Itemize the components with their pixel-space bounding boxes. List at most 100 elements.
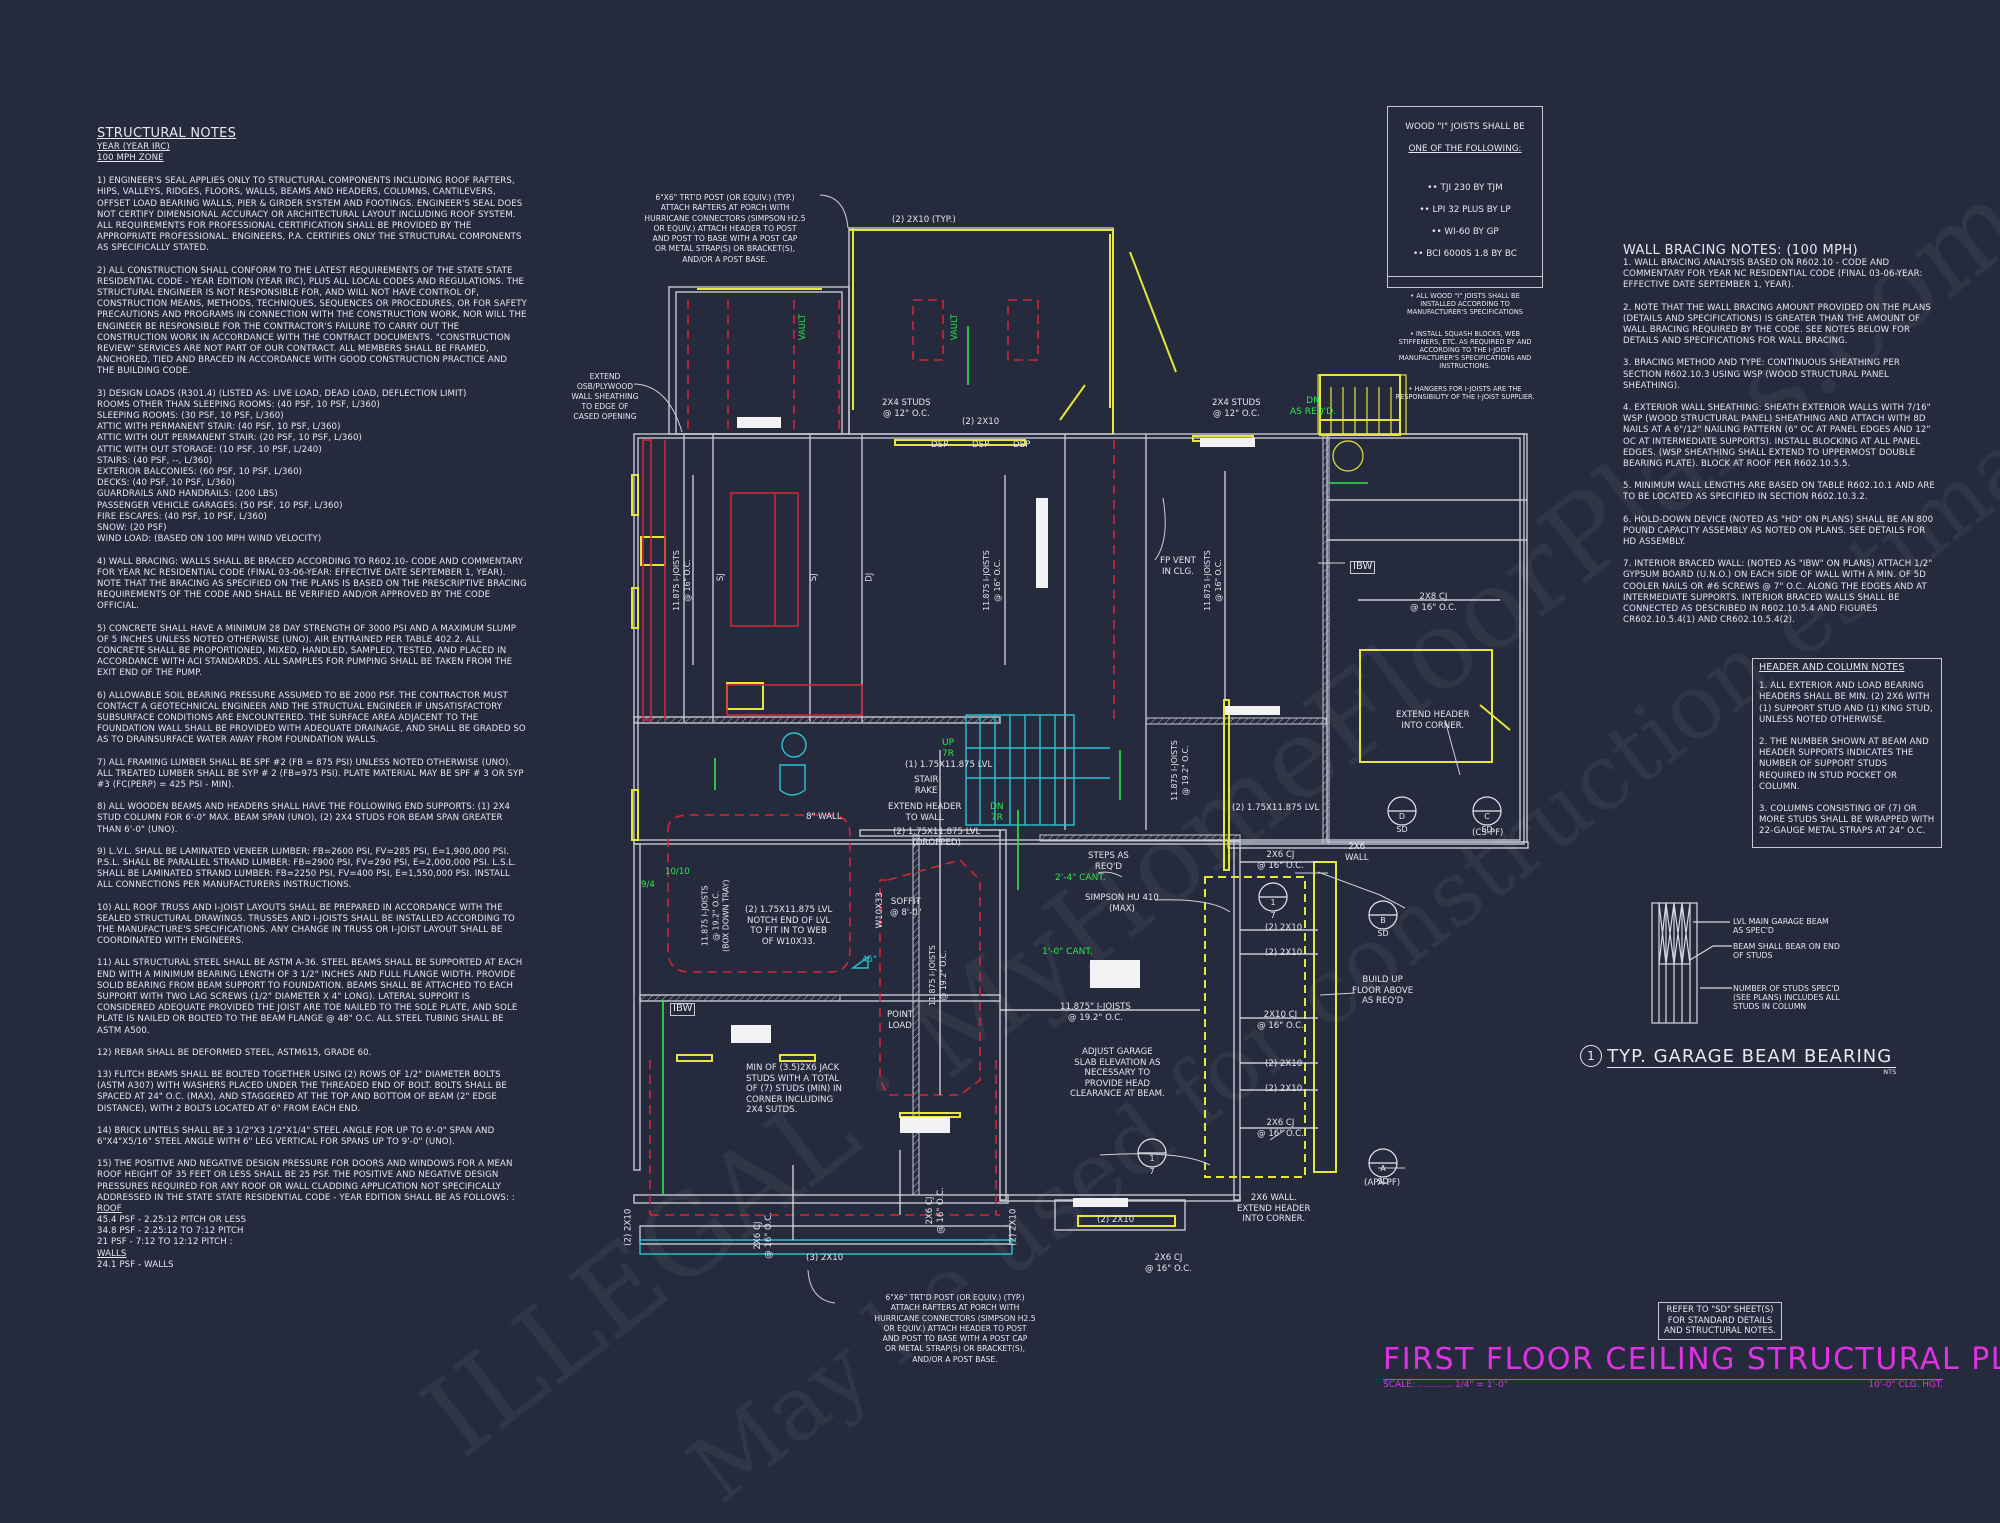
garage-beam-callout-3: NUMBER OF STUDS SPEC'D (SEE PLANS) INCLU… (1733, 984, 1840, 1011)
ijoist-option-2: •• LPI 32 PLUS BY LP (1419, 205, 1511, 215)
studs-12-right: 2x4 STUDS @ 12" O.C. (1212, 398, 1261, 419)
garage-beam-detail-title: 1 TYP. GARAGE BEAM BEARING NTS (1580, 1045, 1897, 1076)
dsp-1: DSP (931, 440, 949, 450)
jack-studs-note: MIN OF (3.5)2x6 JACK STUDS WITH A TOTAL … (746, 1063, 842, 1115)
note-1: 1) ENGINEER'S SEAL APPLIES ONLY TO STRUC… (97, 176, 523, 254)
structural-notes: STRUCTURAL NOTES YEAR (YEAR IRC) 100 mph… (97, 126, 527, 1271)
roof-line-3: 21 PSF - 7:12 TO 12:12 PITCH : (97, 1237, 233, 1248)
window-9-4: 9/4 (641, 880, 655, 890)
cj-2x6-top: 2x6 CJ @ 16" O.C. (1257, 850, 1304, 871)
walls-heading: WALLS (97, 1248, 127, 1259)
apa-pf-label: (APA-PF) (1364, 1178, 1401, 1188)
dsp-3: DSP (1013, 440, 1031, 450)
dn-as-reqd: DN AS REQ'D. (1290, 396, 1337, 417)
extend-header-corner: EXTEND HEADER INTO CORNER. (1396, 710, 1470, 731)
roof-heading: ROOF (97, 1204, 122, 1215)
cj-2x6-bay: 2x6 CJ @ 16" O.C. (1145, 1253, 1192, 1274)
simpson-hu: SIMPSON HU 410 (MAX) (1085, 893, 1159, 914)
header-column-2: 2. THE NUMBER SHOWN AT BEAM AND HEADER S… (1759, 737, 1929, 792)
note-6: 6) ALLOWABLE SOIL BEARING PRESSURE ASSUM… (97, 690, 526, 746)
header-column-notes: HEADER AND COLUMN NOTES 1. ALL EXTERIOR … (1752, 658, 1942, 848)
cj-2x6-porch-1: 2x6 CJ @ 16" O.C. (752, 1212, 774, 1259)
window-10-10: 10/10 (665, 867, 690, 877)
ibw-label-garage: IBW (1350, 561, 1376, 574)
wall-bracing-4: 4. EXTERIOR WALL SHEATHING: SHEATH EXTER… (1623, 403, 1931, 470)
header-column-heading: HEADER AND COLUMN NOTES (1759, 662, 1905, 673)
build-up-floor: BUILD UP FLOOR ABOVE AS REQ'D (1352, 975, 1414, 1006)
ijoist-box-down: 11.875 I-JOISTS @ 19.2" O.C. (BOX DOWN T… (700, 879, 731, 952)
cant-2-4: 2'-4" CANT. (1055, 873, 1106, 883)
structural-notes-heading: STRUCTURAL NOTES (97, 126, 237, 141)
ijoist-note-3: • HANGERS FOR I-JOISTS ARE THE RESPONSIB… (1395, 384, 1535, 401)
garage-beam-callout-1: LVL MAIN GARAGE BEAM AS SPEC'D (1733, 917, 1829, 935)
note-5: 5) CONCRETE SHALL HAVE A MINIMUM 28 DAY … (97, 623, 516, 679)
header-2x10-g4: (2) 2x10 (1265, 1084, 1303, 1094)
plan-title: FIRST FLOOR CEILING STRUCTURAL PLAN (1383, 1342, 2000, 1377)
cs-pf-label: (CS-PF) (1472, 828, 1504, 838)
ibw-label-living: IBW (670, 1003, 696, 1016)
detail-title: TYP. GARAGE BEAM BEARING (1607, 1045, 1897, 1068)
cj-2x8: 2x8 CJ @ 16" O.C. (1410, 592, 1457, 613)
ijoist-option-4: •• BCI 6000s 1.8 BY BC (1413, 249, 1517, 259)
plan-scale: SCALE: ............ 1/4" = 1'-0" (1383, 1380, 1509, 1390)
ijoist-heading-2: ONE OF THE FOLLOWING: (1408, 144, 1522, 154)
ijoist-16-master: 11.875 I-JOISTS @ 16" O.C. (1202, 550, 1223, 611)
cant-1-0: 1'-0" CANT. (1042, 947, 1093, 957)
stair-rake: STAIR RAKE (914, 775, 939, 796)
note-13: 13) FLITCH BEAMS SHALL BE BOLTED TOGETHE… (97, 1070, 507, 1114)
note-4: 4) WALL BRACING: WALLS SHALL BE BRACED A… (97, 556, 527, 612)
ijoist-192-garage: 11.875" I-JOISTS @ 19.2" O.C. (1060, 1002, 1131, 1023)
porch-post-note-bottom: 6"x6" TRT'D POST (OR EQUIV.) (TYP.) ATTA… (874, 1293, 1036, 1364)
ijoist-option-1: •• TJI 230 BY TJM (1427, 183, 1503, 193)
wall-bracing-1: 1. WALL BRACING ANALYSIS BASED ON R602.1… (1623, 258, 1923, 291)
studs-12-left: 2x4 STUDS @ 12" O.C. (882, 398, 931, 419)
header-2x10-g2: (2) 2x10 (1265, 948, 1303, 958)
header-3-2x10: (3) 2x10 (806, 1253, 844, 1263)
wall-bracing-notes: WALL BRACING NOTES: (100 MPH) 1. WALL BR… (1623, 244, 1941, 637)
note-14: 14) BRICK LINTELS SHALL BE 3 1/2"x3 1/2"… (97, 1125, 495, 1148)
dropped-lvl: (2) 1.75x11.875 LVL (DROPPED) (893, 827, 981, 848)
header-2x10-porch-left: (2) 2x10 (623, 1208, 634, 1246)
structural-notes-year: YEAR (YEAR IRC) (97, 142, 170, 153)
wall-2x6: 2x6 WALL (1345, 842, 1369, 863)
detail-scale: NTS (1883, 1068, 1897, 1076)
header-2x10-g3: (2) 2x10 (1265, 1059, 1303, 1069)
roof-line-1: 45.4 PSF - 2.25:12 PITCH OR LESS (97, 1215, 247, 1226)
ijoist-note-2: • INSTALL SQUASH BLOCKS, WEB STIFFENERS,… (1398, 330, 1532, 370)
header-2x10-g1: (2) 2x10 (1265, 923, 1303, 933)
ijoist-heading-1: WOOD "I" JOISTS SHALL BE (1405, 122, 1525, 132)
wall-bracing-heading: WALL BRACING NOTES: (100 MPH) (1623, 243, 1858, 258)
wall-bracing-5: 5. MINIMUM WALL LENGTHS ARE BASED ON TAB… (1623, 481, 1935, 503)
note-8: 8) ALL WOODEN BEAMS AND HEADERS SHALL HA… (97, 802, 511, 835)
ijoist-192-dining: 11.875 I-JOISTS @ 19.2" O.C. (927, 945, 948, 1006)
vault-label-1: VAULT (797, 314, 808, 341)
structural-notes-zone: 100 mph ZONE (97, 153, 164, 164)
w10x33: W10x33 (874, 892, 885, 929)
point-load: POINT LOAD (887, 1010, 914, 1031)
extend-osb-note: EXTEND OSB/PLYWOOD WALL SHEATHING TO EDG… (571, 372, 639, 421)
roof-line-2: 34.8 PSF - 2.25:12 TO 7:12 PITCH (97, 1226, 244, 1237)
lvl-1-175: (1) 1.75x11.875 LVL (905, 760, 993, 770)
note-11: 11) ALL STRUCTURAL STEEL SHALL BE ASTM A… (97, 958, 523, 1036)
ijoist-spec-box: WOOD "I" JOISTS SHALL BE ONE OF THE FOLL… (1387, 106, 1543, 401)
note-2: 2) ALL CONSTRUCTION SHALL CONFORM TO THE… (97, 265, 527, 377)
note-12: 12) REBAR SHALL BE DEFORMED STEEL, ASTM6… (97, 1047, 372, 1058)
dsp-2: DSP (972, 440, 990, 450)
header-column-3: 3. COLUMNS CONSISTING OF (7) OR MORE STU… (1759, 804, 1935, 837)
cj-2x6-bottom: 2x6 CJ @ 16" O.C. (1257, 1118, 1304, 1139)
refer-to-sd-note: REFER TO "SD" SHEET(S) FOR STANDARD DETA… (1658, 1302, 1782, 1340)
ceiling-height: 10'-0" CLG. HGT. (1868, 1380, 1943, 1390)
walls-line-1: 24.1 PSF - WALLS (97, 1259, 174, 1270)
wall-bracing-7: 7. INTERIOR BRACED WALL: (NOTED AS "IBW"… (1623, 559, 1933, 626)
sj-2: SJ (808, 573, 819, 582)
header-column-1: 1. ALL EXTERIOR AND LOAD BEARING HEADERS… (1759, 681, 1933, 725)
garage-beam-callout-2: BEAM SHALL BEAR ON END OF STUDS (1733, 942, 1840, 960)
up-7r: UP 7R (942, 738, 955, 759)
ijoist-note-1: • ALL WOOD "I" JOISTS SHALL BE INSTALLED… (1407, 291, 1523, 316)
steps-reqd: STEPS AS REQ'D (1088, 851, 1129, 872)
wall-bracing-3: 3. BRACING METHOD AND TYPE: CONTINUOUS S… (1623, 358, 1900, 391)
